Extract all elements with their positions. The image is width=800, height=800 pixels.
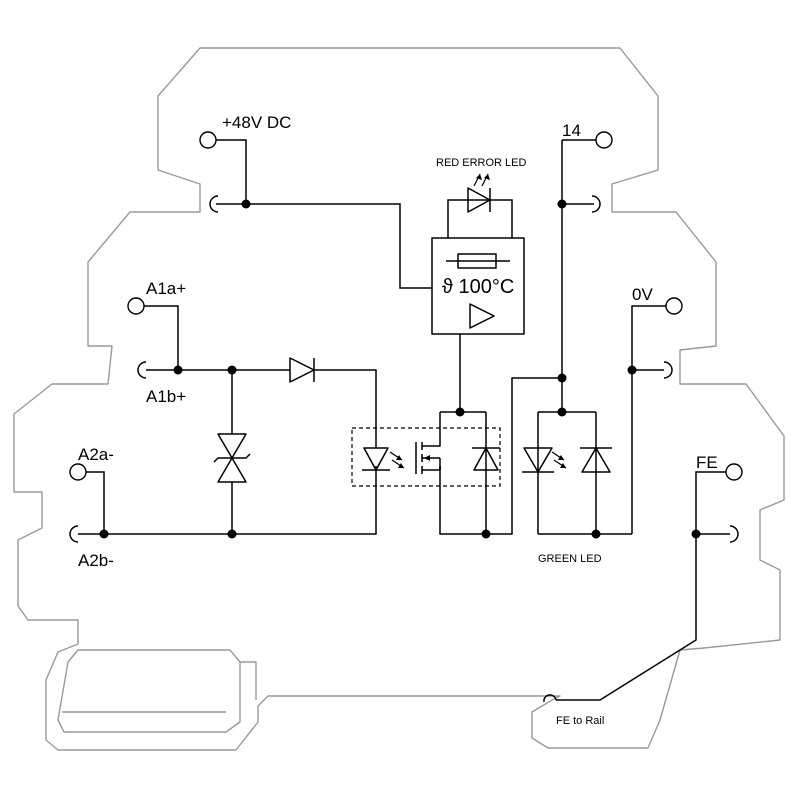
label-a1a: A1a+ — [146, 279, 186, 298]
green-led-icon — [522, 447, 567, 473]
terminal-14 — [595, 131, 613, 149]
mosfet-icon — [415, 412, 441, 474]
amplifier-icon — [469, 303, 495, 329]
label-0v: 0V — [632, 285, 653, 304]
terminals — [69, 131, 743, 481]
clamps — [69, 195, 739, 703]
labels: +48V DC 14 0V A1a+ A1b+ A2a- A2b- FE FE … — [78, 113, 718, 727]
label-a2b: A2b- — [78, 551, 114, 570]
thermal-label: ϑ 100°C — [442, 276, 514, 298]
opto-led-icon — [362, 447, 405, 471]
fuse-icon — [446, 253, 510, 269]
thermal-block: ϑ 100°C — [431, 237, 525, 335]
label-fe: FE — [696, 453, 718, 472]
rail-foot — [57, 649, 241, 733]
series-diode-icon — [289, 357, 315, 383]
label-48v: +48V DC — [222, 113, 291, 132]
rail-clip — [240, 661, 257, 700]
label-fe-rail: FE to Rail — [556, 715, 604, 727]
label-a1b: A1b+ — [146, 387, 186, 406]
wiring — [78, 139, 730, 701]
terminal-a2a — [69, 463, 87, 481]
label-14: 14 — [562, 121, 581, 140]
solid-state-relay — [351, 412, 501, 487]
housing-body — [13, 47, 785, 751]
junctions — [99, 199, 701, 539]
label-a2a: A2a- — [78, 445, 114, 464]
housing-outline — [13, 47, 785, 751]
terminal-a1a — [127, 297, 145, 315]
label-red-led: RED ERROR LED — [436, 157, 527, 169]
terminal-0v — [665, 297, 683, 315]
label-green-led: GREEN LED — [538, 553, 602, 565]
output-diode-icon — [580, 447, 612, 473]
body-diode-icon — [472, 447, 500, 471]
terminal-48v — [199, 131, 217, 149]
terminal-fe — [725, 463, 743, 481]
tvs-diode-icon — [213, 433, 251, 483]
red-led-icon — [467, 173, 491, 213]
